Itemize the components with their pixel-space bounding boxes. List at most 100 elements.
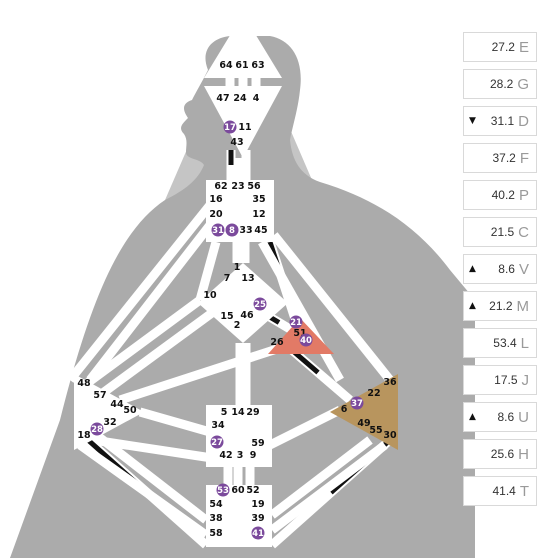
head-center (204, 14, 282, 78)
gate-61: 61 (235, 60, 248, 71)
gate-33: 33 (239, 225, 252, 236)
gate-15: 15 (220, 311, 233, 322)
active-gate-marker-41 (251, 526, 265, 540)
channel-10 (258, 239, 344, 383)
gate-42: 42 (219, 450, 232, 461)
value-number: 21.2 (489, 299, 513, 313)
gate-29: 29 (246, 407, 259, 418)
solar-plexus-center (330, 374, 398, 450)
active-gate-marker-25 (253, 297, 267, 311)
gate-62: 62 (214, 181, 227, 192)
gate-28: 28 (91, 425, 103, 435)
channel-26 (87, 426, 209, 524)
active-gate-marker-21 (289, 315, 303, 329)
channel-14 (75, 296, 203, 394)
active-gate-marker-37 (350, 396, 364, 410)
gate-20: 20 (209, 209, 223, 220)
value-number: 37.2 (492, 151, 516, 165)
value-number: 25.6 (490, 447, 515, 461)
channels (66, 78, 394, 549)
gate-44: 44 (110, 399, 124, 410)
gate-22: 22 (367, 388, 380, 399)
gate-55: 55 (369, 425, 382, 436)
gate-36: 36 (383, 377, 397, 388)
gate-59: 59 (251, 438, 264, 449)
channel-12 (66, 202, 214, 383)
gate-2: 2 (234, 320, 241, 331)
gate-13: 13 (241, 273, 254, 284)
channel-32 (97, 306, 219, 399)
gate-56: 56 (247, 181, 261, 192)
value-letter: C (518, 223, 529, 241)
gate-3: 3 (237, 450, 244, 461)
value-letter: P (518, 186, 529, 204)
gate-49: 49 (357, 418, 370, 429)
gate-34: 34 (211, 420, 225, 431)
value-letter: D (518, 112, 529, 130)
gate-6: 6 (341, 404, 348, 415)
active-gate-marker-28 (90, 422, 104, 436)
gate-54: 54 (209, 499, 223, 510)
gate-26: 26 (270, 337, 284, 348)
gate-46: 46 (240, 310, 254, 321)
g-center (198, 263, 288, 343)
channel-29 (269, 436, 373, 519)
value-letter: U (518, 408, 529, 426)
value-number: 40.2 (491, 188, 515, 202)
gate-35: 35 (252, 194, 265, 205)
gate-27: 27 (211, 438, 223, 448)
gate-64: 64 (219, 60, 233, 71)
ajna-center (204, 86, 282, 158)
active-gate-marker-53 (216, 483, 230, 497)
value-letter: E (518, 38, 529, 56)
channel-28 (269, 441, 388, 534)
channel-19 (138, 407, 212, 437)
gate-23: 23 (231, 181, 244, 192)
value-number: 8.6 (498, 262, 515, 276)
gate-52: 52 (246, 485, 259, 496)
gate-4: 4 (253, 93, 260, 104)
channel-13 (86, 222, 214, 383)
value-number: 8.6 (497, 410, 515, 424)
gate-1: 1 (234, 262, 241, 273)
active-gate-marker-27 (210, 435, 224, 449)
gate-8: 8 (229, 226, 235, 236)
direction-arrow-icon: ▲ (469, 264, 476, 274)
gate-10: 10 (203, 290, 217, 301)
gate-40: 40 (300, 336, 312, 346)
gate-17: 17 (224, 123, 236, 133)
channel-8 (195, 240, 221, 302)
value-letter: L (520, 334, 529, 352)
value-number: 27.2 (491, 40, 515, 54)
direction-arrow-icon: ▼ (469, 116, 476, 126)
gate-16: 16 (209, 194, 223, 205)
value-number: 17.5 (494, 373, 518, 387)
active-gate-marker-8 (225, 223, 239, 237)
value-number: 21.5 (490, 225, 515, 239)
value-letter: M (516, 297, 530, 315)
gate-24: 24 (233, 93, 247, 104)
gate-14: 14 (231, 407, 245, 418)
gate-51: 51 (293, 328, 306, 339)
direction-arrow-icon: ▲ (469, 301, 476, 311)
direction-arrow-icon: ▲ (469, 412, 476, 422)
value-number: 53.4 (493, 336, 517, 350)
gate-32: 32 (103, 417, 116, 428)
active-gate-marker-40 (299, 333, 313, 347)
value-letter: H (518, 445, 529, 463)
gate-12: 12 (252, 209, 265, 220)
value-letter: G (517, 75, 529, 93)
gate-60: 60 (231, 485, 245, 496)
gate-48: 48 (77, 378, 91, 389)
